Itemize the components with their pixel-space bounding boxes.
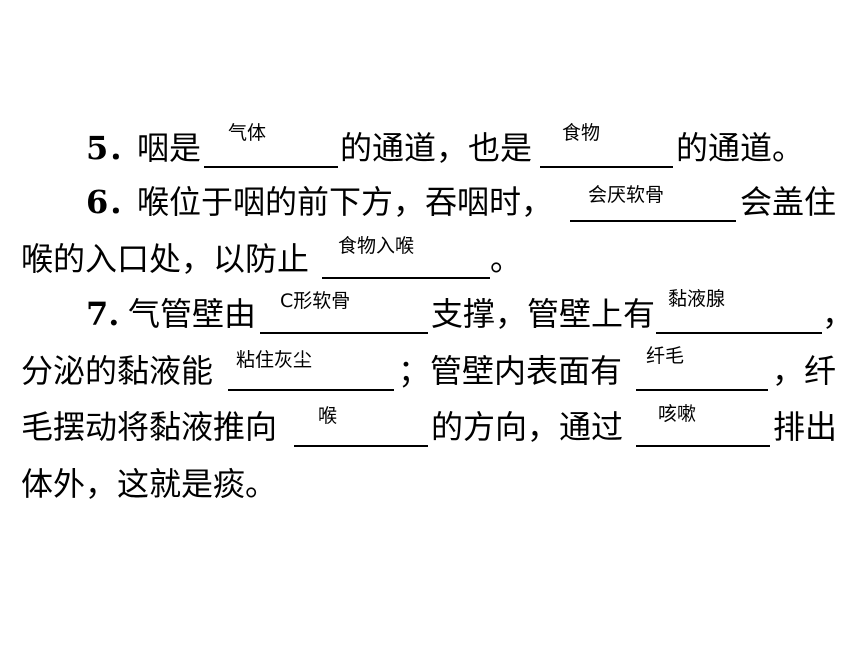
q7-text-6: ，纤 (772, 352, 837, 390)
q7-text-10: 体外，这就是痰。 (21, 465, 278, 503)
q7-answer-1: C形软骨 (280, 290, 351, 312)
q7-line-2: 分泌的黏液能 粘住灰尘 ；管壁内表面有 纤毛 ，纤 (0, 345, 860, 399)
q7-text-1: 气管壁由 (128, 295, 257, 333)
q5-text-3: 的通道。 (676, 129, 805, 167)
q5-text-2: 的通道，也是 (340, 129, 533, 167)
q6-blank-1 (570, 220, 736, 222)
q7-blank-5 (294, 445, 428, 447)
q7-answer-4: 纤毛 (646, 345, 685, 367)
q7-text-7: 毛摆动将黏液推向 (21, 408, 278, 446)
q7-blank-6 (636, 445, 770, 447)
q7-line-4: 体外，这就是痰。 (0, 462, 860, 512)
q7-blank-4 (636, 389, 768, 391)
q6-number: 6． (86, 183, 141, 221)
q6-line-2: 喉的入口处，以防止 食物入喉 。 (0, 235, 860, 287)
q7-text-9: 排出 (773, 408, 838, 446)
q6-answer-1: 会厌软骨 (588, 184, 665, 206)
q5-answer-2: 食物 (562, 122, 601, 144)
q6-text-4: 。 (490, 240, 523, 278)
q5-number: 5． (86, 129, 141, 167)
q7-text-8: 的方向，通过 (431, 408, 624, 446)
q5-blank-2 (540, 166, 673, 168)
q6-text-3: 喉的入口处，以防止 (21, 240, 310, 278)
q7-blank-3 (228, 389, 394, 391)
q7-text-3: ， (822, 295, 855, 333)
q7-blank-1 (260, 332, 428, 334)
q7-number: 7. (86, 295, 120, 333)
q6-text-2: 会盖住 (740, 183, 837, 221)
q7-answer-6: 咳嗽 (658, 403, 697, 425)
q7-text-5: ；管壁内表面有 (398, 352, 623, 390)
q6-answer-2: 食物入喉 (338, 235, 415, 257)
q7-line-1: 7. 气管壁由 C形软骨 支撑，管壁上有 黏液腺 ， (0, 288, 860, 342)
q5-line: 5． 咽是 气体 的通道，也是 食物 的通道。 (0, 122, 860, 176)
q6-line-1: 6． 喉位于咽的前下方，吞咽时， 会厌软骨 会盖住 (0, 180, 860, 230)
q7-blank-2 (656, 332, 822, 334)
q6-text-1: 喉位于咽的前下方，吞咽时， (137, 183, 554, 221)
q7-answer-3: 粘住灰尘 (236, 349, 313, 371)
q7-answer-5: 喉 (318, 405, 338, 427)
q6-blank-2 (322, 277, 490, 279)
q5-text-1: 咽是 (137, 129, 202, 167)
q7-line-3: 毛摆动将黏液推向 喉 的方向，通过 咳嗽 排出 (0, 403, 860, 455)
q7-text-4: 分泌的黏液能 (21, 352, 214, 390)
q7-text-2: 支撑，管壁上有 (431, 295, 656, 333)
q5-answer-1: 气体 (228, 122, 267, 144)
q5-blank-1 (204, 166, 338, 168)
q7-answer-2: 黏液腺 (668, 288, 726, 310)
